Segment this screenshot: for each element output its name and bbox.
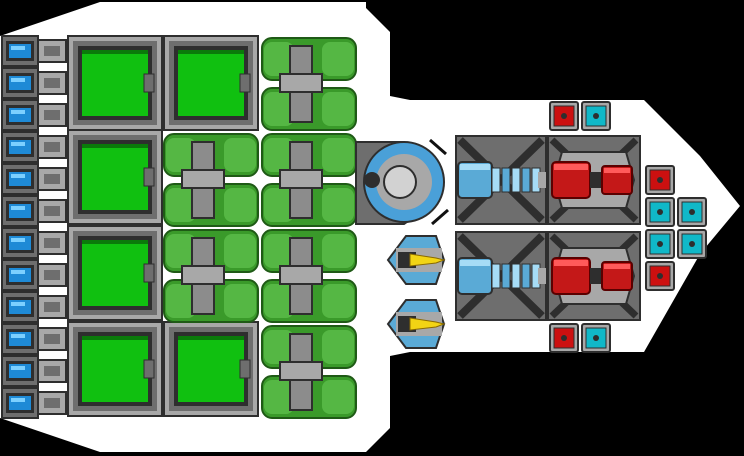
battery-icon xyxy=(1,227,67,259)
battery-icon xyxy=(1,195,67,227)
battery-icon xyxy=(1,163,67,195)
fuel-tank-icon xyxy=(261,229,357,323)
missile-icon xyxy=(386,299,446,349)
battery-icon xyxy=(1,99,67,131)
battery-icon xyxy=(1,131,67,163)
missile-icon xyxy=(386,235,446,285)
armor-block-icon xyxy=(549,323,579,353)
battery-icon xyxy=(1,67,67,99)
turret-icon xyxy=(547,135,641,225)
armor-block-icon xyxy=(645,165,675,195)
cargo-container-icon xyxy=(163,321,259,417)
shield-block-icon xyxy=(677,197,707,227)
battery-icon xyxy=(1,323,67,355)
armor-block-icon xyxy=(549,101,579,131)
shield-block-icon xyxy=(581,323,611,353)
shield-block-icon xyxy=(581,101,611,131)
cargo-container-icon xyxy=(67,129,163,225)
battery-icon xyxy=(1,355,67,387)
cockpit-dome-icon xyxy=(355,138,449,226)
armor-block-icon xyxy=(645,261,675,291)
thruster-icon xyxy=(455,135,547,225)
cargo-container-icon xyxy=(163,35,259,131)
shield-block-icon xyxy=(677,229,707,259)
shield-block-icon xyxy=(645,229,675,259)
fuel-tank-icon xyxy=(261,325,357,419)
cargo-container-icon xyxy=(67,321,163,417)
shield-block-icon xyxy=(645,197,675,227)
cargo-container-icon xyxy=(67,35,163,131)
cargo-container-icon xyxy=(67,225,163,321)
fuel-tank-icon xyxy=(163,229,259,323)
thruster-icon xyxy=(455,231,547,321)
battery-icon xyxy=(1,291,67,323)
turret-icon xyxy=(547,231,641,321)
battery-icon xyxy=(1,387,67,419)
fuel-tank-icon xyxy=(261,37,357,131)
battery-icon xyxy=(1,259,67,291)
battery-icon xyxy=(1,35,67,67)
fuel-tank-icon xyxy=(163,133,259,227)
